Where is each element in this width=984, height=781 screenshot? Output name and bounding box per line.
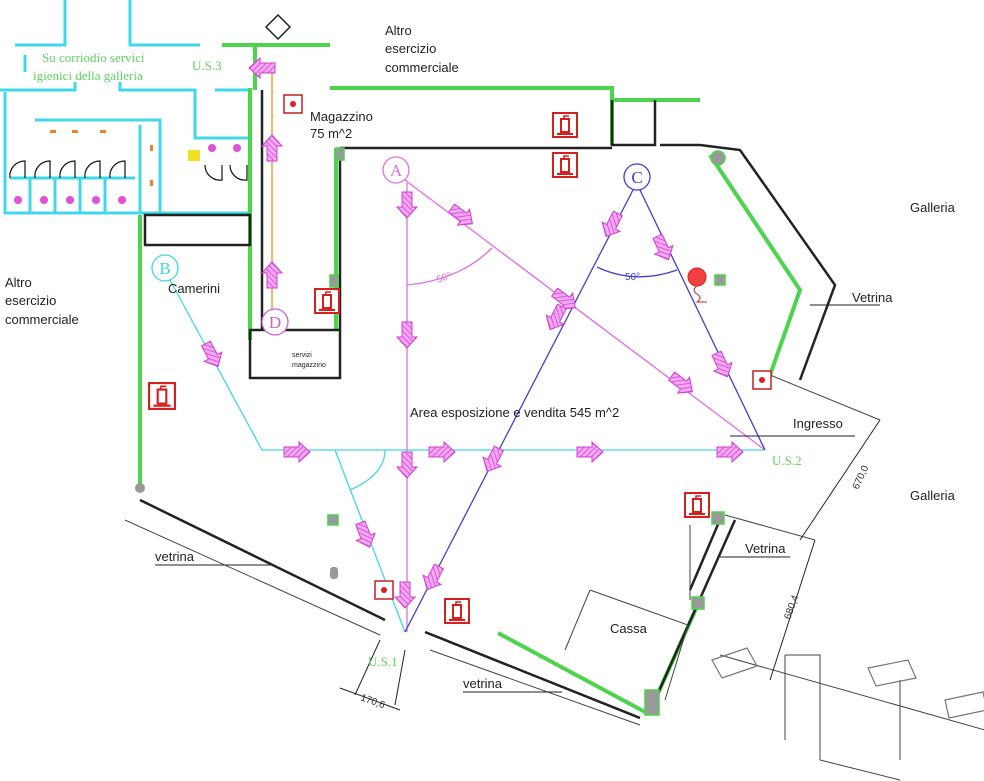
storage-wc-label-1: servizi bbox=[292, 352, 312, 359]
windows-hatched bbox=[711, 647, 984, 719]
dimension-680: 680,4 bbox=[782, 593, 801, 621]
dimension-lines bbox=[339, 419, 881, 711]
arrow-icon bbox=[706, 348, 738, 382]
angle-arc-a bbox=[406, 247, 493, 286]
arrow-icon bbox=[596, 208, 628, 242]
walls-thin bbox=[124, 374, 984, 781]
gallery-toilets bbox=[0, 0, 250, 215]
gallery-label-bottom: Galleria bbox=[910, 488, 956, 503]
fire-extinguisher-icon bbox=[552, 112, 578, 138]
toilet-fixtures bbox=[14, 130, 241, 204]
svg-text:C: C bbox=[631, 168, 642, 187]
svg-text:D: D bbox=[269, 313, 281, 332]
toilet-doors bbox=[9, 160, 248, 181]
other-shop-left-3: commerciale bbox=[5, 312, 79, 327]
arrow-icon bbox=[576, 441, 604, 463]
alarm-button-icon bbox=[374, 580, 394, 600]
arrow-icon bbox=[350, 518, 380, 552]
storage-area: 75 m^2 bbox=[310, 126, 352, 141]
arrow-icon bbox=[396, 191, 418, 219]
angle-label-c: 50° bbox=[625, 272, 640, 283]
svg-text:A: A bbox=[390, 161, 403, 180]
storage-label: Magazzino bbox=[310, 109, 373, 124]
shopwindow-label-bottom: vetrina bbox=[463, 676, 503, 691]
arrow-icon bbox=[248, 57, 276, 79]
arrow-icon bbox=[261, 134, 283, 162]
shopwindow-label-right-bottom: Vetrina bbox=[745, 541, 786, 556]
dimension-670: 670,0 bbox=[851, 464, 872, 492]
angle-label-a: 50° bbox=[435, 270, 453, 286]
arrow-icon bbox=[396, 451, 418, 479]
arrow-icon bbox=[283, 441, 311, 463]
dressing-rooms-label: Camerini bbox=[168, 281, 220, 296]
corridor-label-1: Su corriodio servici bbox=[42, 50, 145, 65]
alarm-button-icon bbox=[283, 94, 303, 114]
storage-wc-label-2: magazzino bbox=[292, 362, 326, 369]
arrow-icon bbox=[196, 338, 228, 372]
arrow-icon bbox=[261, 261, 283, 289]
path-b bbox=[169, 279, 765, 451]
arrow-icon bbox=[716, 441, 744, 463]
arrow-icon bbox=[417, 561, 449, 595]
point-c: C bbox=[623, 163, 651, 191]
other-shop-top-2: esercizio bbox=[385, 41, 436, 56]
emergency-light-icon bbox=[264, 13, 292, 41]
corridor-label-2: igienici della galleria bbox=[33, 68, 143, 83]
point-d: D bbox=[261, 308, 289, 336]
entrance-label: Ingresso bbox=[793, 416, 843, 431]
sales-area-label: Area esposizione e vendita 545 m^2 bbox=[410, 405, 619, 420]
siren-icon bbox=[687, 267, 707, 303]
gallery-label-top: Galleria bbox=[910, 200, 956, 215]
arrow-icon bbox=[394, 581, 416, 609]
fire-extinguisher-icon bbox=[684, 492, 710, 518]
exit-us2: U.S.2 bbox=[772, 453, 802, 468]
fire-extinguisher-icon bbox=[552, 152, 578, 178]
wall-blocks bbox=[135, 147, 726, 716]
arrow-icon bbox=[445, 199, 479, 233]
fire-extinguisher-icon bbox=[444, 598, 470, 624]
exit-us1: U.S.1 bbox=[368, 654, 398, 669]
walls-black bbox=[139, 90, 837, 720]
angle-arc-bottom bbox=[349, 449, 386, 491]
other-shop-left-1: Altro bbox=[5, 275, 32, 290]
path-c-left bbox=[404, 189, 634, 633]
exit-us3: U.S.3 bbox=[192, 58, 222, 73]
checkout-label: Cassa bbox=[610, 621, 648, 636]
arrow-icon bbox=[396, 321, 418, 349]
arrow-icon bbox=[665, 367, 699, 401]
svg-text:B: B bbox=[159, 259, 170, 278]
angle-arc-c bbox=[596, 266, 678, 278]
other-shop-top-1: Altro bbox=[385, 23, 412, 38]
fire-extinguisher-icon bbox=[147, 382, 177, 410]
escape-paths bbox=[169, 68, 766, 633]
alarm-buttons bbox=[283, 94, 772, 600]
arrow-icon bbox=[428, 441, 456, 463]
shopwindow-label-left: vetrina bbox=[155, 549, 195, 564]
point-a: A bbox=[382, 156, 410, 184]
arrow-icon bbox=[477, 443, 509, 477]
point-b: B bbox=[151, 254, 179, 282]
fire-extinguisher-icon bbox=[314, 288, 340, 314]
dimension-170: 170,6 bbox=[359, 692, 387, 711]
alarm-button-icon bbox=[752, 370, 772, 390]
path-c-right bbox=[639, 189, 766, 451]
other-shop-left-2: esercizio bbox=[5, 293, 56, 308]
other-shop-top-3: commerciale bbox=[385, 60, 459, 75]
label-leader-lines bbox=[155, 304, 880, 693]
shopwindow-label-right-top: Vetrina bbox=[852, 290, 893, 305]
